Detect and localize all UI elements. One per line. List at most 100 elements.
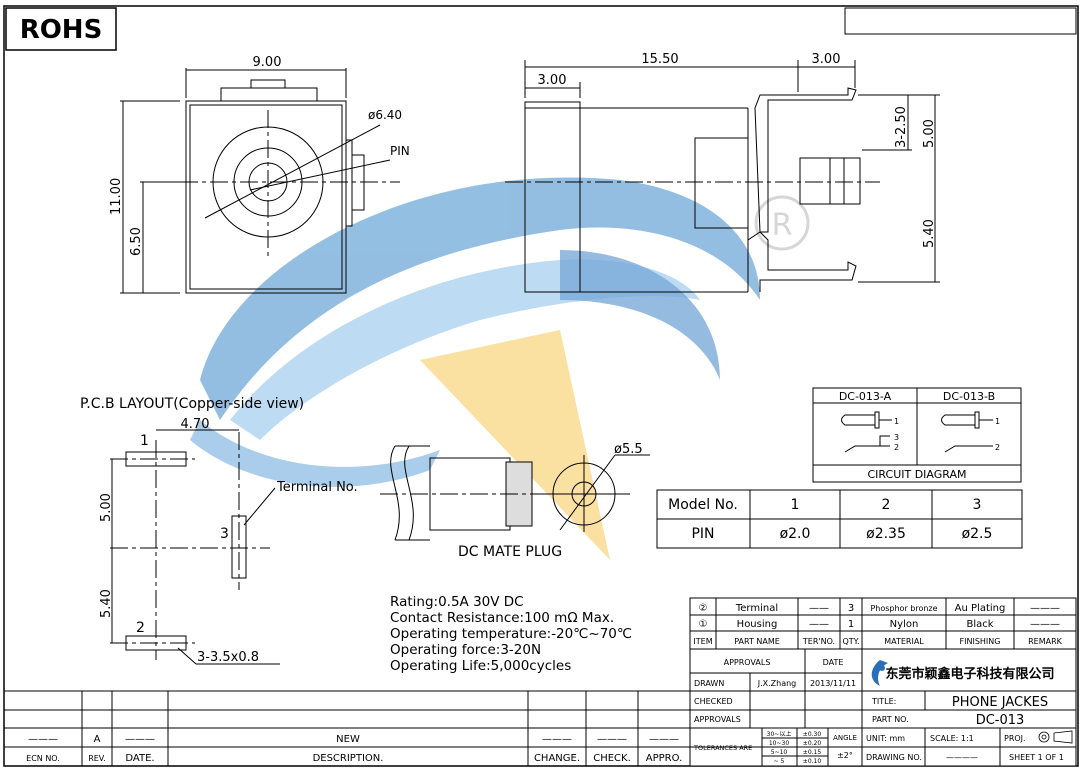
svg-text:R: R (772, 208, 793, 243)
drawn-label: DRAWN (694, 679, 724, 688)
pad-3-label: 3 (220, 526, 229, 542)
spec-line: Operating force:3-20N (390, 642, 541, 658)
spec-line: Operating Life:5,000cycles (390, 658, 571, 674)
rev-row-letter: A (94, 734, 101, 745)
front-width-dim: 9.00 (253, 55, 282, 70)
plug-dia: ø5.5 (614, 442, 643, 457)
tol-range: 10~30 (769, 740, 789, 747)
unit-label: UNIT: mm (866, 734, 905, 743)
angle-value: ±2° (837, 751, 853, 760)
drawn-date: 2013/11/11 (810, 679, 856, 688)
bom-ter: —— (809, 603, 829, 614)
model-header-0: Model No. (668, 497, 738, 513)
bom-header: QTY. (843, 637, 860, 646)
bom-finishing: Black (966, 619, 993, 630)
pcb-layout (110, 429, 280, 665)
revision-block (4, 690, 690, 766)
drawing-no: ———— (946, 753, 978, 762)
title-label: TITLE: (871, 697, 896, 706)
circuit-b-pin1: 1 (995, 417, 1000, 426)
rev-dash: ——— (542, 734, 572, 745)
tol-value: ±0.15 (803, 749, 822, 756)
circuit-a-pin3: 3 (894, 433, 899, 442)
front-center-dim: 6.50 (129, 227, 144, 256)
bom-qty: 3 (848, 603, 854, 614)
proj-label: PROJ. (1004, 734, 1026, 743)
bom-item: ② (699, 603, 708, 614)
sheet-border (3, 5, 1079, 767)
part-no: DC-013 (976, 713, 1025, 728)
side-overall-dim: 15.50 (641, 52, 678, 67)
front-view (120, 68, 400, 294)
checked-label: CHECKED (694, 697, 733, 706)
rohs-label: ROHS (20, 15, 103, 45)
bom-header: TER'NO. (802, 637, 835, 646)
model-row-3: ø2.5 (962, 526, 993, 542)
slot-size-label: 3-3.5x0.8 (197, 650, 259, 665)
sheet-label: SHEET 1 OF 1 (1009, 753, 1064, 762)
check-header: CHECK. (593, 753, 631, 764)
bom-material: Nylon (890, 619, 919, 630)
pcb-top-dim: 5.00 (99, 493, 114, 522)
rev-dash: ——— (125, 734, 155, 745)
rev-row-desc: NEW (336, 734, 360, 745)
tol-range: ~ 5 (774, 758, 785, 765)
bom-header: MATERIAL (884, 637, 924, 646)
top-right-box (844, 7, 1077, 35)
part-no-label: PART NO. (872, 715, 909, 724)
bom-remark: ——— (1030, 603, 1060, 614)
side-pin-dim: 3.00 (812, 52, 841, 67)
model-header-3: 3 (973, 497, 982, 513)
bom-item: ① (699, 619, 708, 630)
drawing-no-label: DRAWING NO. (866, 753, 922, 762)
circuit-diagram (812, 387, 1022, 483)
circuit-a-pin1: 1 (894, 417, 899, 426)
bom-header: ITEM (693, 637, 712, 646)
rohs-badge (5, 7, 117, 51)
tol-value: ±0.30 (803, 731, 822, 738)
company-name: 东莞市颖鑫电子科技有限公司 (885, 666, 1054, 682)
model-table (656, 489, 1023, 549)
bom-material: Phosphor bronze (870, 604, 937, 613)
title-block-grid (689, 597, 1077, 767)
circuit-caption: CIRCUIT DIAGRAM (868, 468, 967, 481)
spec-line: Contact Resistance:100 mΩ Max. (390, 610, 614, 626)
side-dim-a: 3-2.50 (894, 106, 909, 148)
tolerance-label: TOLERANCES ARE (693, 744, 752, 752)
pin-label: PIN (390, 144, 410, 158)
rev-header: REV. (88, 754, 106, 763)
spec-line: Operating temperature:-20℃~70℃ (390, 626, 632, 642)
circuit-col-a: DC-013-A (839, 390, 892, 403)
bom-qty: 1 (848, 619, 854, 630)
scale-label: SCALE: 1:1 (930, 734, 974, 743)
company-logo-icon (871, 660, 888, 686)
circuit-col-b: DC-013-B (943, 390, 995, 403)
description-header: DESCRIPTION. (313, 753, 384, 764)
model-row-2: ø2.35 (866, 526, 906, 542)
approvals2-label: APPROVALS (694, 715, 741, 724)
front-height-dim: 11.00 (109, 178, 124, 215)
side-front-dim: 3.00 (538, 73, 567, 88)
bom-ter: —— (809, 619, 829, 630)
bom-name: Terminal (735, 603, 778, 614)
circuit-b-pin2: 2 (995, 443, 1000, 452)
side-dim-c: 5.40 (922, 219, 937, 248)
rev-dash: ——— (597, 734, 627, 745)
rev-dash: ——— (28, 734, 58, 745)
dc-mate-plug (380, 445, 650, 541)
pad-2-label: 2 (136, 620, 145, 636)
model-row-1: ø2.0 (780, 526, 811, 542)
registered-mark-icon (754, 195, 810, 251)
projection-symbol-icon (1038, 730, 1073, 744)
circuit-a-pin2: 2 (894, 443, 899, 452)
bom-remark: ——— (1030, 619, 1060, 630)
hole-dia-label: ø6.40 (368, 108, 402, 122)
model-header-1: 1 (791, 497, 800, 513)
date-header: DATE. (125, 753, 154, 764)
part-title: PHONE JACKES (952, 695, 1048, 710)
change-header: CHANGE. (534, 753, 580, 764)
bom-header: REMARK (1028, 637, 1063, 646)
tol-range: 30~以上 (767, 730, 792, 738)
